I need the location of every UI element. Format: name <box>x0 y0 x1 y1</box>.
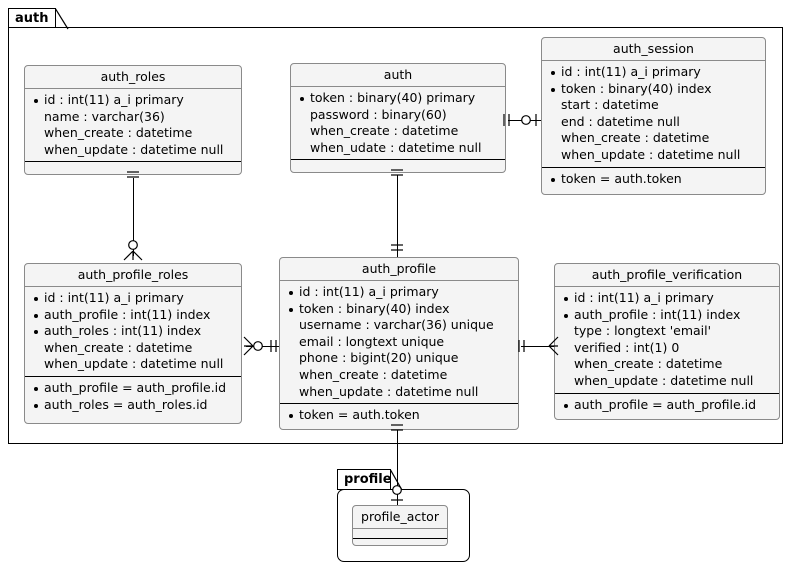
connector-auth-profile-roles-to-auth-profile <box>246 346 282 347</box>
entity-profile-actor[interactable]: profile_actor <box>352 505 448 546</box>
relation-row: auth_profile = auth_profile.id <box>31 380 234 397</box>
column-row: token : binary(40) index <box>286 301 511 318</box>
crowfoot-zero-or-one-profile-actor-top <box>391 485 403 501</box>
crowfoot-one-and-only-one-auth-right <box>503 114 510 126</box>
column-row: when_update : datetime null <box>561 146 741 162</box>
entity-auth-profile-verification[interactable]: auth_profile_verification id : int(11) a… <box>554 263 780 420</box>
crowfoot-zero-or-many-auth-profile-roles-right <box>243 336 263 356</box>
column-row: end : datetime null <box>561 113 680 129</box>
entity-profile-actor-relations <box>353 539 447 548</box>
column-row: auth_profile : int(11) index <box>561 307 772 324</box>
column-row: token : binary(40) primary <box>297 90 498 107</box>
entity-auth-title: auth <box>291 64 505 87</box>
crowfoot-one-and-only-one-auth-profile-bottom <box>391 424 403 431</box>
entity-auth-profile-columns: id : int(11) a_i primary token : binary(… <box>280 281 518 405</box>
entity-auth-roles[interactable]: auth_roles id : int(11) a_i primary name… <box>24 65 242 175</box>
column-row: when_update : datetime null <box>44 141 224 157</box>
crowfoot-zero-or-many-auth-profile-verification-left <box>548 336 559 356</box>
entity-profile-actor-columns <box>353 529 447 539</box>
relation-row: token = auth.token <box>286 407 511 424</box>
entity-auth-profile-roles-title: auth_profile_roles <box>25 264 241 287</box>
entity-auth-session-title: auth_session <box>542 38 765 61</box>
entity-auth-profile-title: auth_profile <box>280 258 518 281</box>
crowfoot-one-and-only-one-auth-roles <box>127 171 139 178</box>
crowfoot-one-and-only-one-auth-profile-right <box>518 340 525 352</box>
column-row: when_udate : datetime null <box>310 139 482 155</box>
entity-auth-session-relations: token = auth.token <box>542 168 765 191</box>
entity-auth-profile-verification-columns: id : int(11) a_i primary auth_profile : … <box>555 287 779 394</box>
column-row: when_update : datetime null <box>574 372 754 388</box>
entity-auth-profile[interactable]: auth_profile id : int(11) a_i primary to… <box>279 257 519 430</box>
column-row: id : int(11) a_i primary <box>31 290 234 307</box>
column-row: token : binary(40) index <box>548 81 758 98</box>
crowfoot-one-and-only-one-auth-profile-left <box>270 340 277 352</box>
entity-auth-profile-roles-columns: id : int(11) a_i primary auth_profile : … <box>25 287 241 377</box>
column-row: auth_profile : int(11) index <box>31 307 234 324</box>
entity-profile-actor-title: profile_actor <box>353 506 447 529</box>
column-row: when_create : datetime <box>574 356 723 372</box>
column-row: phone : bigint(20) unique <box>299 350 459 366</box>
column-row: type : longtext 'email' <box>574 323 712 339</box>
column-row: auth_roles : int(11) index <box>31 323 234 340</box>
entity-auth-profile-roles[interactable]: auth_profile_roles id : int(11) a_i prim… <box>24 263 242 424</box>
package-auth-label: auth <box>8 8 56 28</box>
crowfoot-one-and-only-one-auth-profile-top <box>391 244 403 251</box>
column-row: id : int(11) a_i primary <box>31 92 234 109</box>
relation-row: token = auth.token <box>548 171 758 188</box>
column-row: verified : int(1) 0 <box>574 339 680 355</box>
package-profile-label: profile <box>337 469 392 490</box>
crowfoot-zero-or-one-auth-session-left <box>521 114 537 126</box>
entity-auth-roles-columns: id : int(11) a_i primary name : varchar(… <box>25 89 241 163</box>
column-row: when_create : datetime <box>310 123 459 139</box>
connector-auth-to-auth-profile <box>397 175 398 257</box>
entity-auth-profile-verification-title: auth_profile_verification <box>555 264 779 287</box>
column-row: when_update : datetime null <box>299 383 479 399</box>
column-row: email : longtext unique <box>299 333 445 349</box>
column-row: id : int(11) a_i primary <box>548 64 758 81</box>
entity-auth-profile-relations: token = auth.token <box>280 404 518 427</box>
relation-row: auth_profile = auth_profile.id <box>561 397 772 414</box>
connector-auth-profile-to-auth-profile-verification <box>521 346 557 347</box>
column-row: name : varchar(36) <box>44 108 165 124</box>
entity-auth-roles-title: auth_roles <box>25 66 241 89</box>
column-row: password : binary(60) <box>310 106 447 122</box>
column-row: start : datetime <box>561 97 659 113</box>
crowfoot-one-and-only-one-auth-bottom <box>391 169 403 176</box>
entity-auth[interactable]: auth token : binary(40) primary password… <box>290 63 506 173</box>
column-row: when_create : datetime <box>299 366 448 382</box>
column-row: when_create : datetime <box>44 339 193 355</box>
relation-row: auth_roles = auth_roles.id <box>31 397 234 414</box>
column-row: when_update : datetime null <box>44 356 224 372</box>
column-row: username : varchar(36) unique <box>299 317 494 333</box>
column-row: when_create : datetime <box>561 130 710 146</box>
entity-auth-profile-verification-relations: auth_profile = auth_profile.id <box>555 394 779 417</box>
entity-auth-session-columns: id : int(11) a_i primary token : binary(… <box>542 61 765 168</box>
column-row: when_create : datetime <box>44 125 193 141</box>
connector-auth-roles-to-auth-profile-roles <box>133 178 134 256</box>
entity-auth-session[interactable]: auth_session id : int(11) a_i primary to… <box>541 37 766 195</box>
entity-auth-profile-roles-relations: auth_profile = auth_profile.id auth_role… <box>25 377 241 416</box>
entity-auth-columns: token : binary(40) primary password : bi… <box>291 87 505 161</box>
column-row: id : int(11) a_i primary <box>561 290 772 307</box>
column-row: id : int(11) a_i primary <box>286 284 511 301</box>
crowfoot-zero-or-many-auth-profile-roles <box>123 240 143 261</box>
